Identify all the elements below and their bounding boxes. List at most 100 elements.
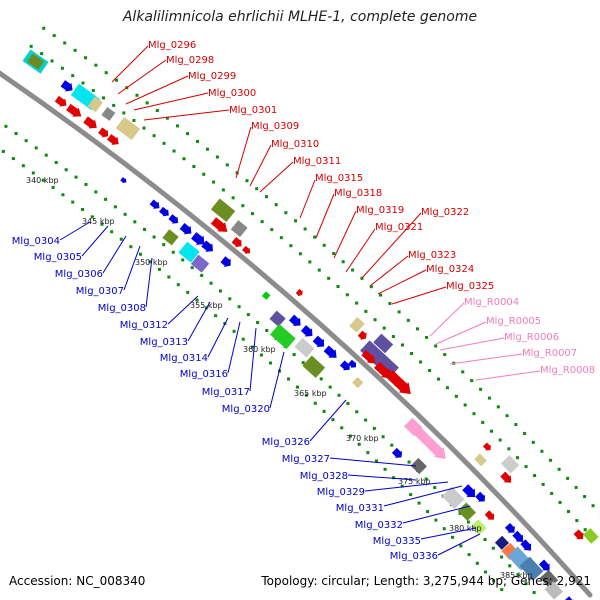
gene-feature [323, 345, 337, 358]
gene-feature [512, 530, 524, 542]
label-connector [249, 327, 257, 392]
label-connector [227, 321, 241, 374]
track-dot [186, 132, 190, 136]
accession-text: Accession: NC_008340 [9, 574, 146, 588]
track-dot [190, 266, 194, 270]
track-dot [241, 337, 245, 341]
track-dot [369, 285, 373, 289]
track-dot [516, 573, 520, 577]
track-dot [532, 590, 536, 594]
gene-label: Mlg_0311 [293, 156, 341, 167]
gene-feature [360, 340, 399, 378]
tick-label: 355 kbp [190, 301, 223, 310]
track-dot [364, 309, 368, 313]
gene-label: Mlg_0318 [334, 188, 382, 199]
track-dot [40, 52, 44, 56]
track-dot [129, 245, 133, 249]
track-dot [304, 393, 308, 397]
track-dot [458, 511, 462, 515]
label-connector [475, 370, 541, 381]
track-dot [195, 298, 199, 302]
gene-feature [583, 528, 599, 544]
gene-feature [482, 442, 491, 451]
gene-label: Mlg_0308 [98, 303, 146, 314]
track-dot [34, 146, 38, 150]
track-dot [364, 418, 368, 422]
track-dot [73, 48, 77, 52]
track-dot [279, 236, 283, 240]
track-dot [135, 93, 139, 97]
track-dot [445, 386, 449, 390]
track-dot [138, 252, 142, 256]
track-dot [483, 537, 487, 541]
track-dot [289, 244, 293, 248]
gene-label: Mlg_R0004 [464, 297, 519, 308]
gene-feature [210, 198, 236, 222]
genome-summary-text: Topology: circular; Length: 3,275,944 bp… [261, 574, 591, 588]
track-dot [104, 197, 108, 201]
track-dot [355, 301, 359, 305]
gene-label: Mlg_R0008 [540, 365, 595, 376]
label-connector [249, 144, 272, 187]
track-dot [340, 426, 344, 430]
track-dot [112, 103, 116, 107]
track-dot [345, 293, 349, 297]
track-dot [360, 276, 364, 280]
gene-feature [302, 355, 326, 378]
track-dot [500, 555, 504, 559]
track-dot [541, 482, 545, 486]
gene-label: Mlg_0329 [317, 487, 365, 498]
track-dot [524, 582, 528, 586]
gene-feature [269, 324, 296, 350]
track-dot [489, 429, 493, 433]
track-dot [424, 477, 428, 481]
gene-label: Mlg_0324 [426, 264, 474, 275]
label-connector [402, 505, 471, 524]
gene-feature [312, 335, 325, 347]
track-dot [346, 402, 350, 406]
gene-feature [107, 134, 119, 145]
gene-feature [191, 232, 205, 245]
track-dot [104, 71, 108, 75]
track-dot [379, 293, 383, 297]
track-dot [508, 564, 512, 568]
track-dot [433, 486, 437, 490]
label-connector [429, 302, 465, 337]
track-dot [255, 187, 259, 191]
label-connector [333, 210, 357, 259]
track-dot [591, 504, 595, 508]
gene-feature [98, 127, 109, 138]
track-dot [524, 465, 528, 469]
track-dot [492, 579, 496, 583]
track-dot [196, 139, 200, 143]
track-dot [331, 418, 335, 422]
label-connector [117, 59, 167, 95]
gene-label: Mlg_0313 [140, 337, 188, 348]
track-dot [114, 78, 118, 82]
label-connector [143, 109, 230, 121]
track-dot [454, 394, 458, 398]
track-dot [461, 370, 465, 374]
tick-label: 385 kbp [500, 571, 533, 580]
gene-label: Mlg_0315 [315, 173, 363, 184]
track-dot [491, 546, 495, 550]
track-dot [463, 403, 467, 407]
track-dot [132, 118, 136, 122]
track-dot [328, 385, 332, 389]
gene-feature [230, 220, 248, 238]
track-dot [566, 509, 570, 513]
gene-feature [391, 447, 402, 458]
track-dot [583, 528, 587, 532]
gene-label: Mlg_0298 [166, 55, 214, 66]
track-dot [200, 273, 204, 277]
track-dot [391, 335, 395, 339]
track-dot [287, 377, 291, 381]
track-dot [133, 220, 137, 224]
gene-feature [294, 337, 315, 358]
track-dot [94, 190, 98, 194]
track-dot [425, 335, 429, 339]
tick-label: 375 kbp [398, 477, 431, 486]
track-dot [514, 423, 518, 427]
track-dot [558, 500, 562, 504]
backbone [0, 70, 593, 598]
